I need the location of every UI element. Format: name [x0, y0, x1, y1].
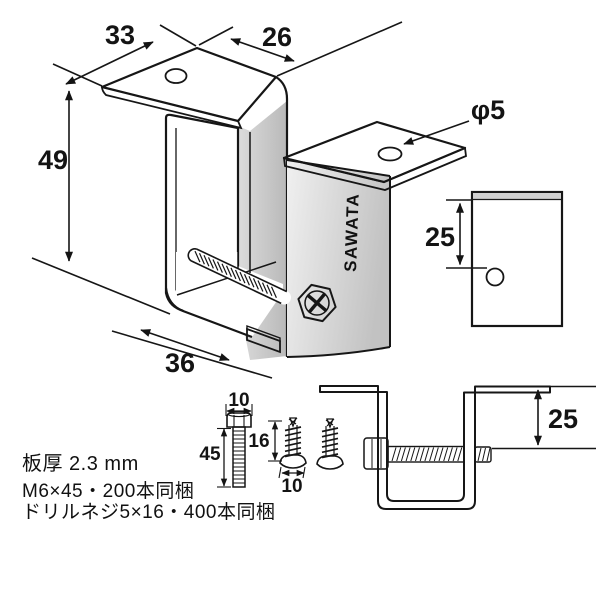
side-plate: [470, 190, 564, 328]
flange-hole: [377, 146, 403, 162]
bolt-length-label: 45: [199, 444, 221, 465]
top-plate: [100, 46, 278, 123]
bolt-head: [226, 412, 252, 428]
side-view: 25: [425, 190, 564, 328]
ext-tick: [278, 466, 282, 479]
bolt-drawing: 10 45: [199, 390, 253, 488]
bottom-lip-front: [246, 327, 281, 354]
ext-line: [198, 26, 234, 46]
note-screw-included: ドリルネジ5×16・400本同梱: [22, 501, 276, 523]
ext-line: [276, 21, 403, 77]
screw-width-label: 10: [281, 476, 302, 497]
dim-26-arrow: [230, 38, 295, 62]
main-dimensions: 33 26 49 36 φ5: [31, 20, 505, 379]
hat-profile: [319, 385, 551, 510]
drill-screw-icon: [316, 418, 344, 470]
channel-floor-fold: [176, 261, 277, 296]
profile-rod-end: [474, 446, 492, 463]
channel-bottom-edge: [164, 287, 253, 339]
threaded-rod: [187, 248, 291, 305]
ext-line: [159, 24, 197, 47]
profile-dim-25-label: 25: [548, 404, 578, 434]
hex-bolt-icon: [297, 283, 337, 323]
top-plate-lip: [101, 85, 243, 130]
dim-hole-leader: [403, 120, 470, 145]
screw-drawing: 16 10: [248, 417, 344, 497]
dim-49-label: 49: [38, 145, 68, 175]
drill-screw-icon: [279, 417, 307, 469]
bracket-rear-wall: [287, 160, 390, 357]
notes-block: 板厚 2.3 mm M6×45・200本同梱 ドリルネジ5×16・400本同梱: [22, 452, 276, 523]
bolt-threads: [233, 430, 245, 484]
main-3d-view: SAWATA: [31, 20, 505, 379]
note-bolt-included: M6×45・200本同梱: [22, 480, 194, 502]
side-plate-hole: [485, 267, 505, 287]
side-plate-fold-strip: [473, 193, 561, 199]
dim-36-label: 36: [165, 348, 195, 378]
profile-nut: [363, 437, 389, 470]
bolt-width-label: 10: [228, 390, 249, 411]
dim-hole-label: φ5: [471, 95, 505, 125]
dim-25-label: 25: [425, 222, 455, 252]
screw-head: [279, 454, 307, 469]
dim-36-arrow: [140, 329, 230, 361]
ext-line: [31, 257, 171, 315]
profile-rod-threads: [391, 447, 463, 462]
flange-top-face: [282, 120, 467, 184]
dim-26-label: 26: [262, 22, 292, 52]
ext-tick: [302, 466, 306, 479]
rod-threads: [194, 250, 277, 299]
profile-rod: [363, 437, 492, 470]
dim-33-arrow: [65, 41, 154, 85]
dim-33-label: 33: [105, 20, 135, 50]
note-plate-thickness: 板厚 2.3 mm: [22, 452, 139, 475]
profile-view: 25: [319, 385, 596, 510]
top-plate-hole: [164, 68, 188, 84]
screw-length-label: 16: [248, 431, 269, 452]
bolt-shank: [232, 426, 246, 488]
bolt-head-top: [227, 410, 251, 418]
bracket-right-silhouette: [275, 76, 289, 357]
screw-threads: [284, 426, 302, 458]
brand-text: SAWATA: [341, 192, 363, 272]
